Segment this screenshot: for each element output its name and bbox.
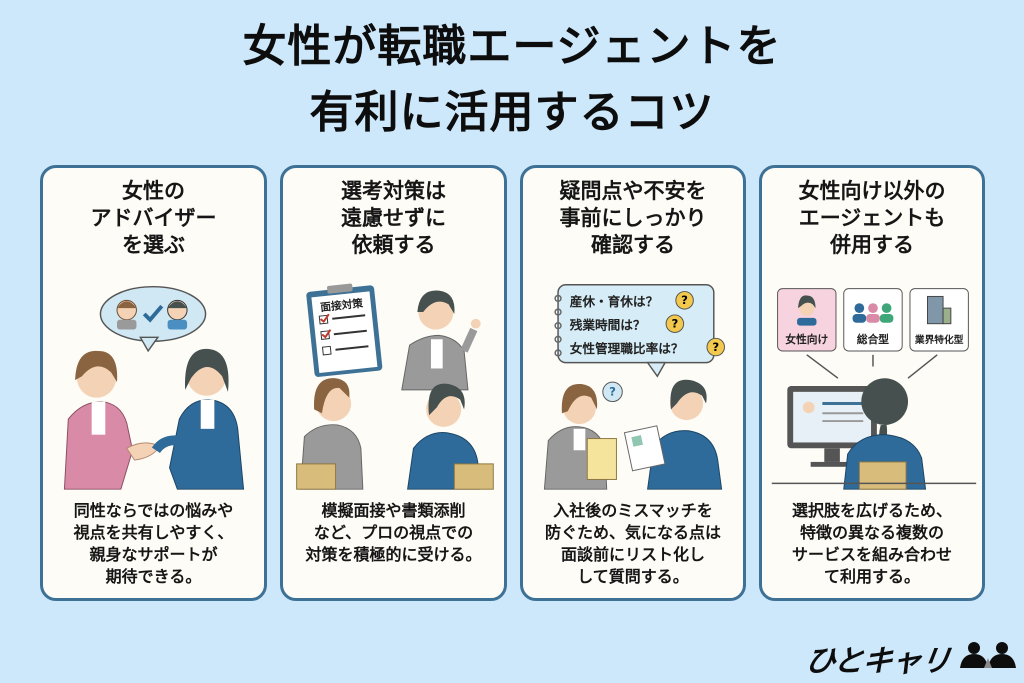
clipboard-icon (306, 283, 383, 377)
title-line-1: 女性が転職エージェントを (242, 21, 782, 72)
card-heading: 疑問点や不安を 事前にしっかり 確認する (523, 178, 743, 259)
heading-line: 選考対策は (341, 179, 446, 203)
people-icon (960, 642, 1016, 668)
heading-line: 遠慮せずに (341, 206, 446, 230)
heading-line: 事前にしっかり (559, 206, 707, 230)
page-title: 女性が転職エージェントを 有利に活用するコツ (0, 14, 1024, 146)
svg-text:女性管理職比率は？: 女性管理職比率は？ (570, 341, 684, 356)
card-body: 同性ならではの悩みや 視点を共有しやすく、 親身なサポートが 期待できる。 (43, 500, 264, 588)
svg-text:総合型: 総合型 (857, 333, 889, 346)
tip-card-2: 選考対策は 遠慮せずに 依頼する 面接対策 (280, 165, 507, 601)
body-line: 対策を積極的に受ける。 (305, 545, 482, 564)
heading-line: 女性向け以外の (798, 179, 946, 203)
tip-card-4: 女性向け以外の エージェントも 併用する 女性向け 総合型 業界特化型 (759, 165, 985, 601)
heading-line: 疑問点や不安を (559, 179, 707, 203)
svg-text:?: ? (681, 293, 688, 307)
body-line: 同性ならではの悩みや (73, 501, 234, 520)
svg-text:?: ? (712, 340, 719, 354)
interview-prep-illustration: 面接対策 (296, 283, 494, 490)
heading-line: 女性の (122, 179, 185, 203)
body-line: て利用する。 (823, 567, 920, 586)
resume-icon (623, 425, 666, 472)
question-badge-icon: ? ? ? (665, 291, 725, 357)
body-line: 期待できる。 (105, 567, 202, 586)
body-line: 特徴の異なる複数の (799, 523, 944, 542)
heading-line: 確認する (591, 233, 675, 257)
svg-text:?: ? (609, 385, 616, 399)
heading-line: アドバイザー (90, 206, 217, 230)
body-line: 入社後のミスマッチを (553, 501, 713, 520)
notepad-icon (586, 438, 617, 480)
heading-line: エージェントも (798, 206, 946, 230)
check-icon (142, 304, 164, 323)
handshake-illustration (63, 285, 245, 490)
body-line: 視点を共有しやすく、 (73, 523, 234, 542)
heading-line: 依頼する (351, 233, 436, 257)
body-line: 親身なサポートが (89, 545, 218, 564)
body-line: 模擬面接や書類添削 (321, 501, 466, 520)
svg-text:?: ? (671, 317, 678, 331)
svg-text:業界特化型: 業界特化型 (914, 333, 964, 346)
brand-logo: ひとキャリ (803, 644, 953, 679)
svg-text:産休・育休は？: 産休・育休は？ (570, 294, 659, 309)
card-heading: 女性向け以外の エージェントも 併用する (762, 178, 982, 259)
body-line: して質問する。 (577, 567, 689, 586)
card-heading: 選考対策は 遠慮せずに 依頼する (283, 178, 504, 259)
heading-line: を選ぶ (122, 233, 185, 257)
svg-text:残業時間は？: 残業時間は？ (570, 318, 646, 333)
heading-line: 併用する (830, 233, 914, 257)
body-line: など、プロの視点での (313, 523, 474, 542)
notebook-bubble (557, 284, 715, 364)
question-list-illustration: 産休・育休は？ 残業時間は？ 女性管理職比率は？ ? ? ? ? (543, 284, 725, 490)
body-line: 選択肢を広げるため、 (791, 501, 952, 520)
svg-text:女性向け: 女性向け (785, 333, 828, 346)
card-body: 選択肢を広げるため、 特徴の異なる複数の サービスを組み合わせ て利用する。 (762, 500, 982, 588)
tip-card-1: 女性の アドバイザー を選ぶ 同性ならではの悩みや 視点を共有しやすく、 親身な… (40, 165, 267, 601)
card-body: 入社後のミスマッチを 防ぐため、気になる点は 面談前にリスト化し して質問する。 (523, 500, 743, 588)
body-line: 面談前にリスト化し (560, 545, 705, 564)
body-line: サービスを組み合わせ (791, 545, 952, 564)
card-heading: 女性の アドバイザー を選ぶ (43, 178, 264, 259)
agent-choice-illustration: 女性向け 総合型 業界特化型 (771, 288, 977, 490)
card-body: 模擬面接や書類添削 など、プロの視点での 対策を積極的に受ける。 (283, 500, 504, 566)
body-line: 防ぐため、気になる点は (544, 523, 721, 542)
title-line-2: 有利に活用するコツ (309, 87, 715, 138)
tip-card-3: 疑問点や不安を 事前にしっかり 確認する 産休・育休は？ 残業時間は？ 女性管理… (520, 165, 746, 601)
svg-text:面接対策: 面接対策 (320, 297, 364, 314)
